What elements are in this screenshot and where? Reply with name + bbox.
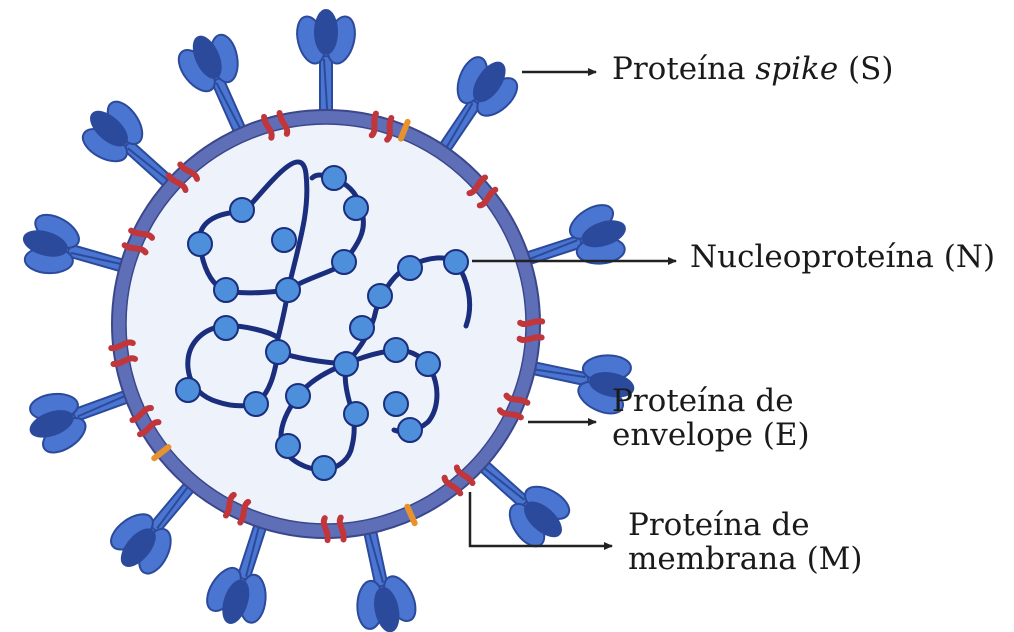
nucleoprotein-bead-icon xyxy=(350,316,374,340)
nucleoprotein-bead-icon xyxy=(214,316,238,340)
nucleoprotein-bead-icon xyxy=(276,434,300,458)
nucleoprotein-bead-icon xyxy=(286,384,310,408)
nucleoprotein-bead-icon xyxy=(276,278,300,302)
nucleoprotein-bead-icon xyxy=(344,196,368,220)
nucleoprotein-bead-icon xyxy=(344,402,368,426)
nucleoprotein-bead-icon xyxy=(332,250,356,274)
nucleoprotein-bead-icon xyxy=(214,278,238,302)
nucleoprotein-bead-icon xyxy=(384,338,408,362)
nucleoprotein-bead-icon xyxy=(334,352,358,376)
envelope-protein-label: Proteína de envelope (E) xyxy=(612,384,810,452)
nucleoprotein-bead-icon xyxy=(416,352,440,376)
nucleoprotein-bead-icon xyxy=(398,256,422,280)
nucleoprotein-bead-icon xyxy=(176,378,200,402)
nucleoprotein-bead-icon xyxy=(444,250,468,274)
nucleoprotein-bead-icon xyxy=(272,228,296,252)
nucleoprotein-label: Nucleoproteína (N) xyxy=(690,240,995,274)
nucleoprotein-bead-icon xyxy=(230,198,254,222)
nucleoprotein-bead-icon xyxy=(384,392,408,416)
nucleoprotein-bead-icon xyxy=(244,392,268,416)
nucleoprotein-bead-icon xyxy=(312,456,336,480)
spike-protein-label: Proteína spike (S) xyxy=(612,52,893,86)
nucleoprotein-bead-icon xyxy=(322,166,346,190)
nucleoprotein-bead-icon xyxy=(188,232,212,256)
nucleoprotein-bead-icon xyxy=(398,418,422,442)
membrane-protein-label: Proteína de membrana (M) xyxy=(628,508,863,576)
spike-protein-icon xyxy=(293,10,360,126)
nucleoprotein-bead-icon xyxy=(266,340,290,364)
nucleoprotein-bead-icon xyxy=(368,284,392,308)
